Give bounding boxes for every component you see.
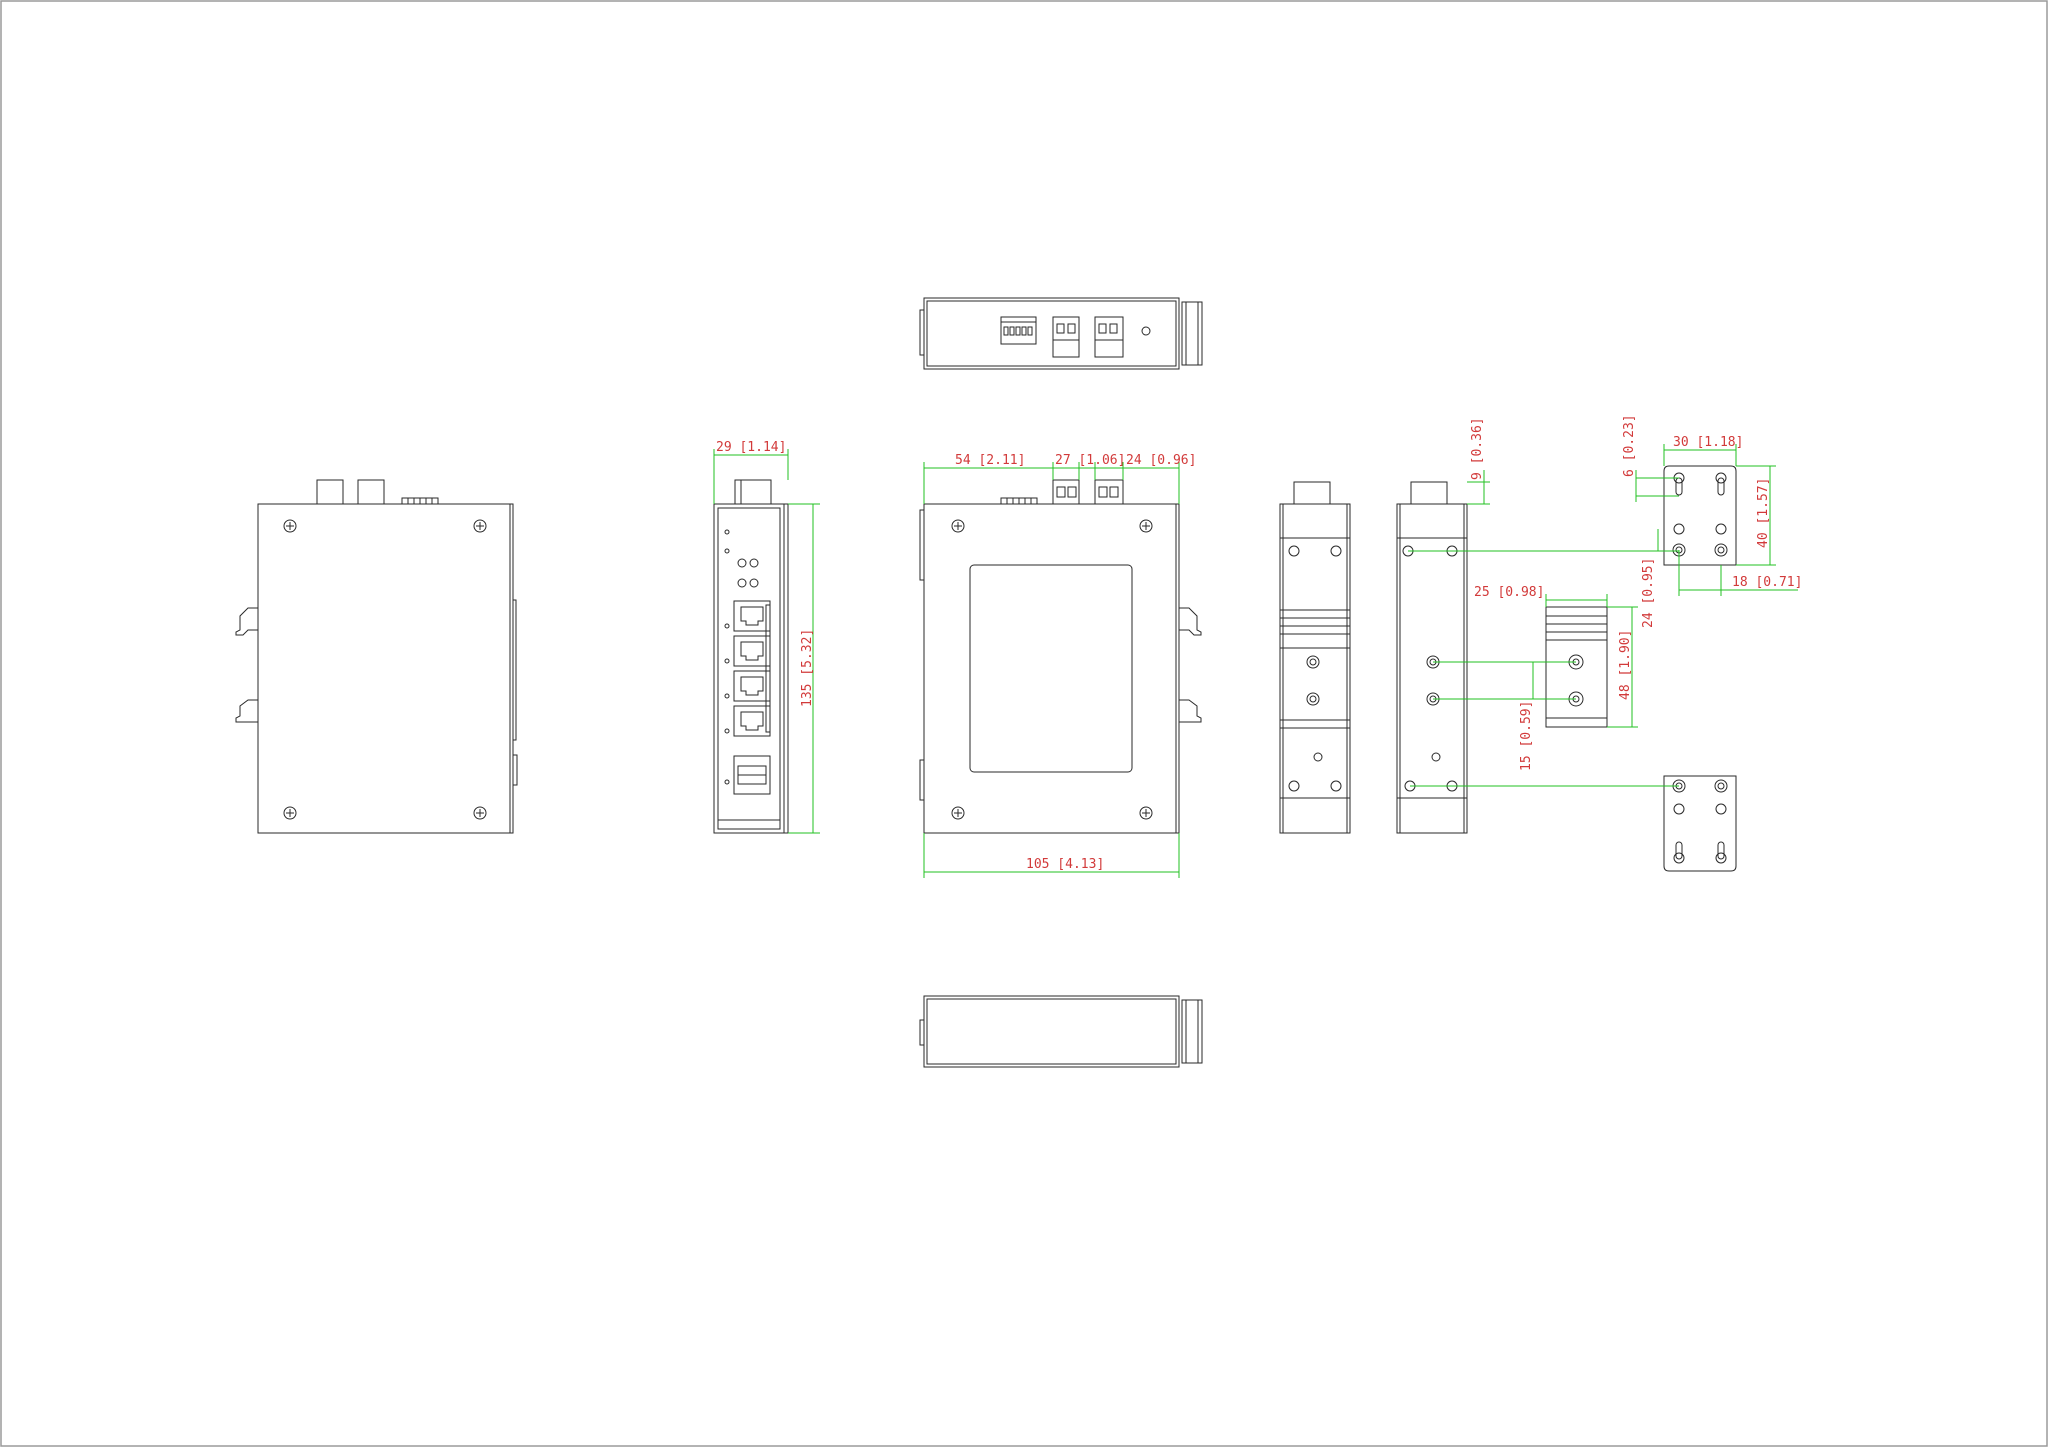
screw-icon — [951, 519, 965, 533]
dip-switch-icon — [1000, 316, 1037, 345]
dim-6: 6 [0.23] — [1622, 414, 1637, 477]
rj45-port-icon — [724, 600, 771, 632]
terminal-block-icon — [1052, 316, 1080, 358]
screw-icon — [1288, 780, 1300, 792]
sfp-port-icon — [724, 755, 771, 795]
screw-icon — [1330, 780, 1342, 792]
keyhole-icon — [1715, 472, 1727, 496]
din-clip-detail — [1545, 606, 1608, 728]
rj45-port-icon — [724, 705, 771, 737]
dim-24w: 24 [0.96] — [1126, 453, 1196, 468]
screw-icon — [1313, 752, 1323, 762]
screw-icon — [1306, 692, 1320, 706]
din-rail-view — [1279, 481, 1351, 834]
front-view — [713, 479, 789, 834]
keyhole-icon — [1715, 841, 1727, 864]
ground-screw-icon — [1141, 326, 1151, 336]
dim-40: 40 [1.57] — [1756, 478, 1771, 548]
terminal-block-icon — [1094, 316, 1124, 358]
dim-18: 18 [0.71] — [1732, 575, 1802, 590]
top-view — [919, 297, 1203, 370]
screw-icon — [1139, 806, 1153, 820]
screw-icon — [951, 806, 965, 820]
dimension-lines — [713, 444, 1798, 878]
screw-icon — [473, 519, 487, 533]
screw-icon — [1306, 655, 1320, 669]
dim-54: 54 [2.11] — [955, 453, 1025, 468]
wall-plate-top — [1663, 465, 1737, 566]
screw-icon — [1139, 519, 1153, 533]
keyhole-icon — [1673, 472, 1685, 496]
screw-icon — [1431, 752, 1441, 762]
screw-icon — [283, 519, 297, 533]
dim-25: 25 [0.98] — [1474, 585, 1544, 600]
dim-27: 27 [1.06] — [1055, 453, 1125, 468]
wall-plate-bottom — [1663, 775, 1737, 872]
screw-icon — [1288, 545, 1300, 557]
dim-48: 48 [1.90] — [1618, 630, 1633, 700]
dim-15: 15 [0.59] — [1519, 701, 1534, 771]
dim-9: 9 [0.36] — [1470, 417, 1485, 480]
keyhole-icon — [1673, 841, 1685, 864]
dim-29: 29 [1.14] — [716, 440, 786, 455]
dim-30: 30 [1.18] — [1673, 435, 1743, 450]
label-plate — [969, 564, 1133, 773]
led-indicator-icon — [724, 529, 759, 588]
rj45-port-icon — [724, 670, 771, 702]
dimension-labels: 29 [1.14] 54 [2.11] 27 [1.06] 24 [0.96] … — [716, 414, 1802, 872]
rear-view — [235, 479, 518, 834]
rj45-port-icon — [724, 635, 771, 667]
dim-135: 135 [5.32] — [800, 629, 815, 707]
wall-mount-view — [1396, 481, 1468, 834]
screw-icon — [1330, 545, 1342, 557]
bottom-view — [919, 995, 1203, 1068]
dim-105: 105 [4.13] — [1026, 857, 1104, 872]
screw-icon — [473, 806, 487, 820]
main-side-view — [919, 479, 1202, 834]
dim-24v: 24 [0.95] — [1641, 558, 1656, 628]
screw-icon — [283, 806, 297, 820]
